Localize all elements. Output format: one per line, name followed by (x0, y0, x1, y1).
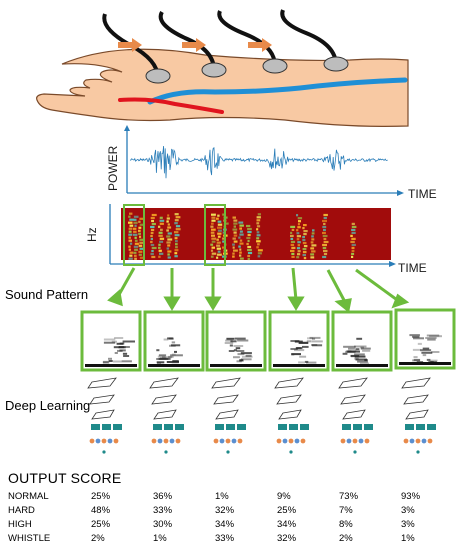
score-row: NORMAL 25% 36% 1% 9% 73% 93% (8, 489, 463, 503)
score-value: 32% (277, 532, 297, 544)
waveform-trace (129, 145, 388, 179)
highlight-box-2 (204, 204, 226, 266)
score-value: 30% (153, 518, 173, 530)
time-axis-label-2: TIME (398, 261, 427, 275)
score-value: 32% (215, 504, 235, 516)
vein (147, 77, 408, 105)
score-value: 73% (339, 490, 359, 502)
sound-pattern-tiles (80, 308, 456, 372)
score-value: 3% (401, 504, 415, 516)
stethoscope-2 (158, 10, 227, 78)
stethoscope-4 (280, 9, 349, 72)
score-value: 1% (215, 490, 229, 502)
score-value: 7% (339, 504, 353, 516)
score-value: 2% (91, 532, 105, 544)
score-value: 9% (277, 490, 291, 502)
deep-learning-networks (87, 377, 436, 454)
score-value: 36% (153, 490, 173, 502)
sound-pattern-tile (80, 310, 142, 372)
spectrogram-background (121, 208, 391, 260)
score-value: 33% (215, 532, 235, 544)
hz-axis-label: Hz (85, 227, 99, 242)
score-value: 3% (401, 518, 415, 530)
score-row: HIGH 25% 30% 34% 34% 8% 3% (8, 517, 463, 531)
score-value: 48% (91, 504, 111, 516)
artery (118, 97, 224, 114)
spectrogram-content (128, 212, 357, 261)
stethoscope-3 (217, 10, 288, 74)
neural-net-icon (274, 377, 309, 454)
sound-pattern-tile (268, 310, 330, 372)
score-value: 25% (91, 518, 111, 530)
score-value: 25% (91, 490, 111, 502)
score-row-label: NORMAL (8, 490, 49, 502)
score-value: 2% (339, 532, 353, 544)
score-value: 1% (153, 532, 167, 544)
neural-net-icon (87, 377, 122, 454)
score-row-label: HARD (8, 504, 35, 516)
score-row: HARD 48% 33% 32% 25% 7% 3% (8, 503, 463, 517)
movement-arrows (118, 38, 272, 52)
spectrogram-panel: Hz TIME (85, 204, 427, 275)
pattern-arrows (107, 267, 410, 313)
waveform-panel: POWER TIME (106, 125, 437, 201)
score-row: WHISTLE 2% 1% 33% 32% 2% 1% (8, 531, 463, 545)
score-value: 25% (277, 504, 297, 516)
power-axis-label: POWER (106, 145, 120, 191)
sound-pattern-tile (331, 310, 393, 372)
score-value: 8% (339, 518, 353, 530)
neural-net-icon (149, 377, 184, 454)
output-score-table: NORMAL 25% 36% 1% 9% 73% 93% HARD 48% 33% 32% 25% 7%… (8, 489, 463, 545)
sound-pattern-tile (394, 308, 456, 370)
output-score-title: OUTPUT SCORE (8, 470, 122, 486)
time-axis-label: TIME (408, 187, 437, 201)
arrow-icon (182, 38, 206, 52)
sound-pattern-tile (205, 310, 267, 372)
neural-net-icon (211, 377, 246, 454)
neural-net-icon (338, 377, 373, 454)
sound-pattern-title: Sound Pattern (5, 287, 89, 302)
score-row-label: WHISTLE (8, 532, 51, 544)
sound-pattern-tile (143, 310, 205, 372)
deep-learning-title: Deep Learning (5, 398, 91, 413)
arm-illustration (36, 48, 409, 127)
neural-net-icon (401, 377, 436, 454)
score-value: 33% (153, 504, 173, 516)
score-value: 34% (215, 518, 235, 530)
arm-shape (36, 48, 409, 127)
arrow-icon (118, 38, 142, 52)
stethoscope-group (102, 9, 349, 84)
score-row-label: HIGH (8, 518, 32, 530)
score-value: 93% (401, 490, 421, 502)
score-value: 34% (277, 518, 297, 530)
highlight-box-1 (123, 204, 145, 266)
score-value: 1% (401, 532, 415, 544)
arrow-icon (248, 38, 272, 52)
